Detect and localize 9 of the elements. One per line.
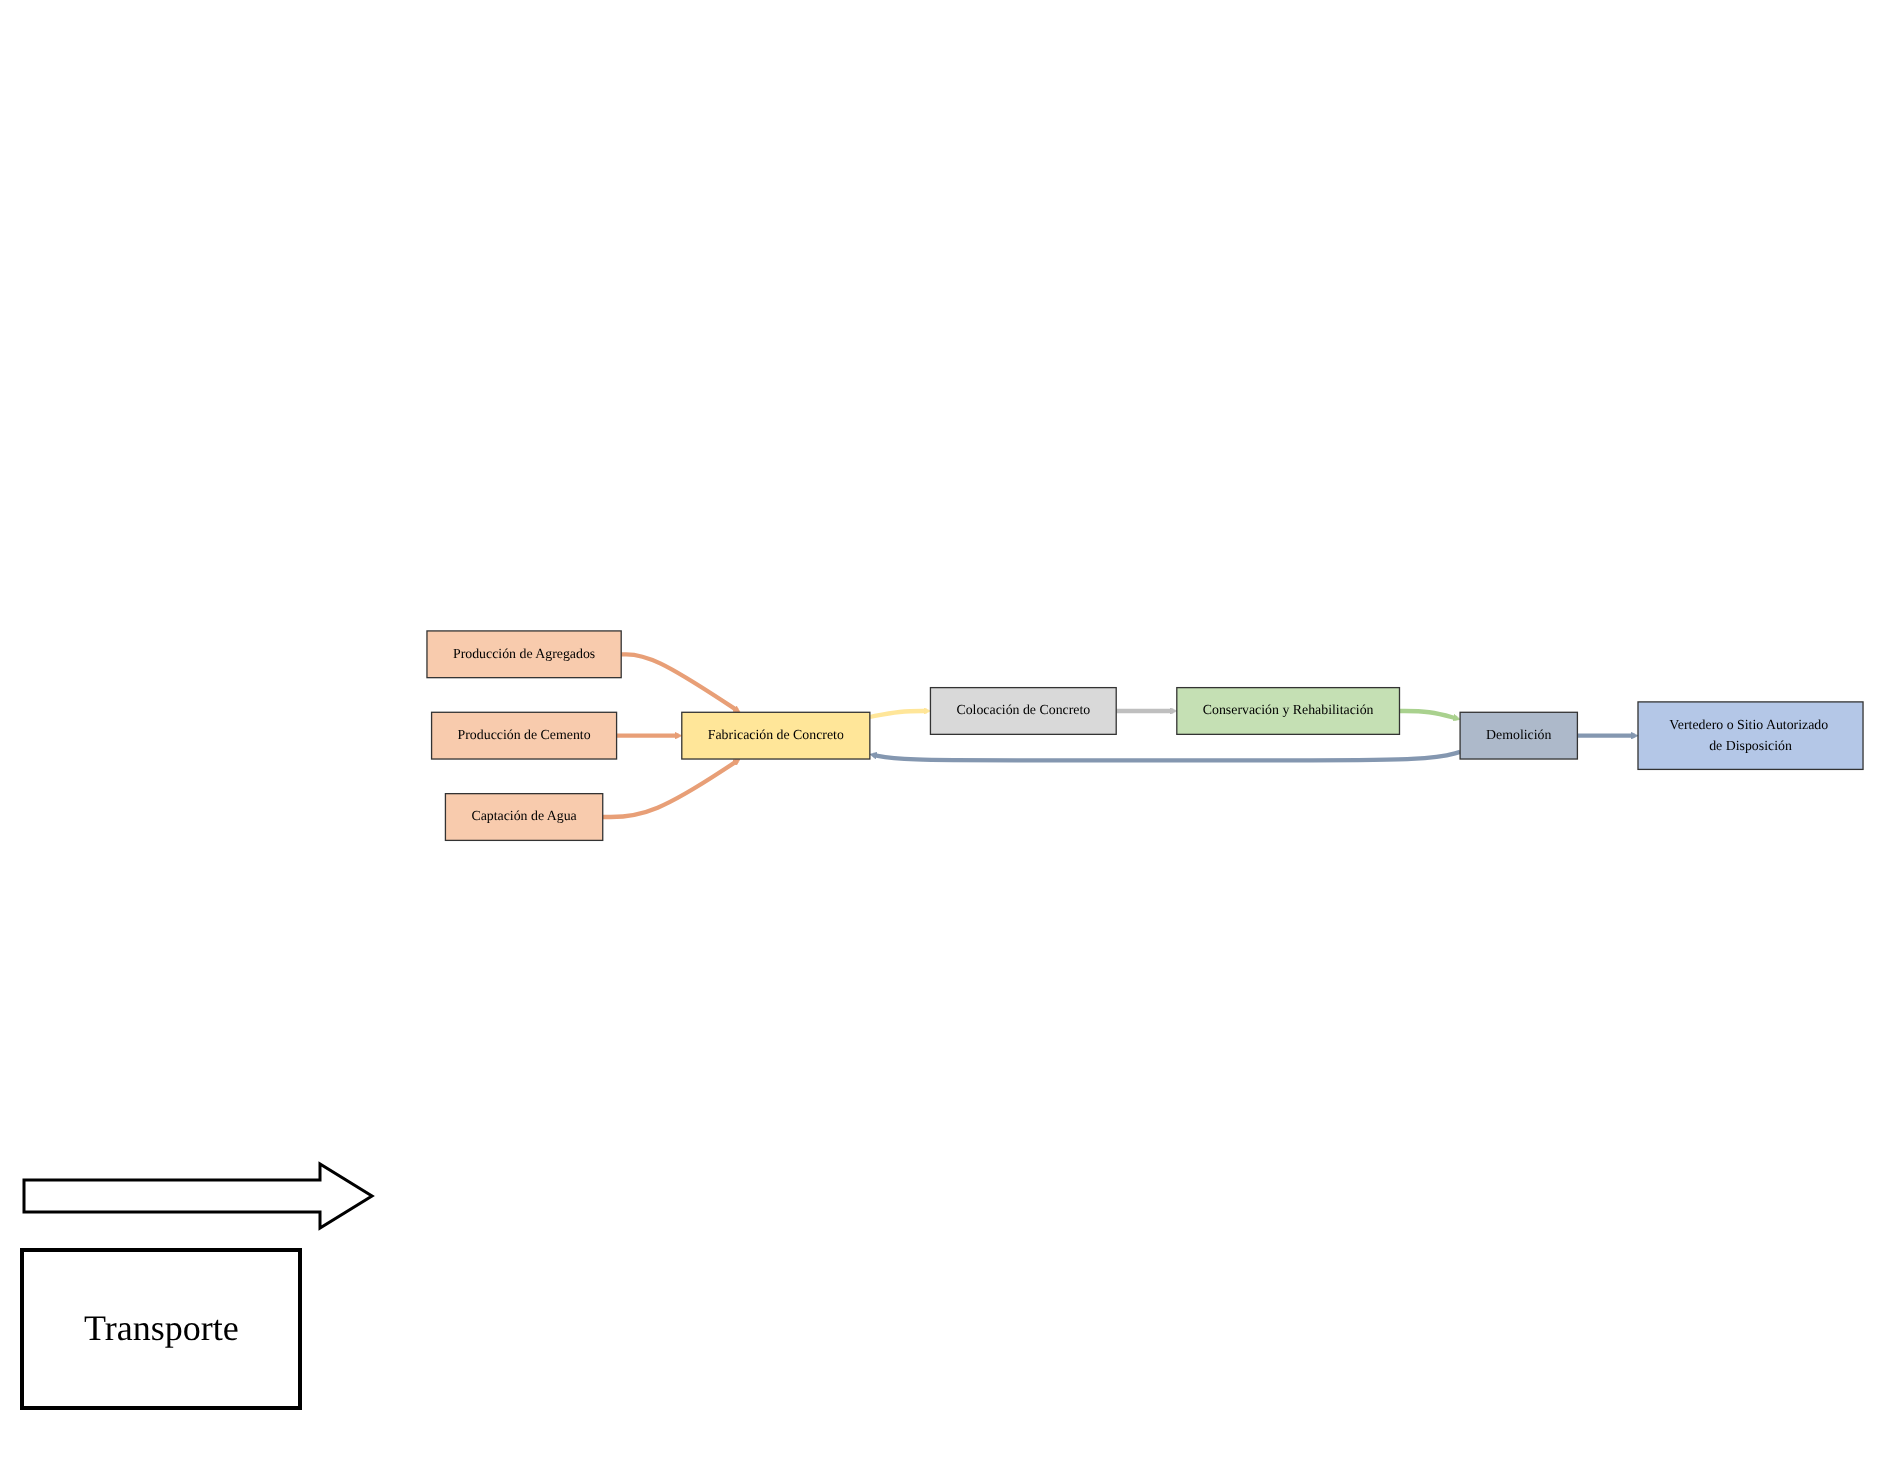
arrow xyxy=(602,758,741,819)
arrow xyxy=(1577,731,1639,739)
legend-label: Transporte xyxy=(20,1248,303,1410)
arrow xyxy=(1116,706,1178,715)
arrow xyxy=(621,651,741,712)
arrow xyxy=(616,731,683,739)
arrow xyxy=(869,749,1461,762)
arrow xyxy=(869,706,931,719)
arrow xyxy=(1399,708,1461,721)
